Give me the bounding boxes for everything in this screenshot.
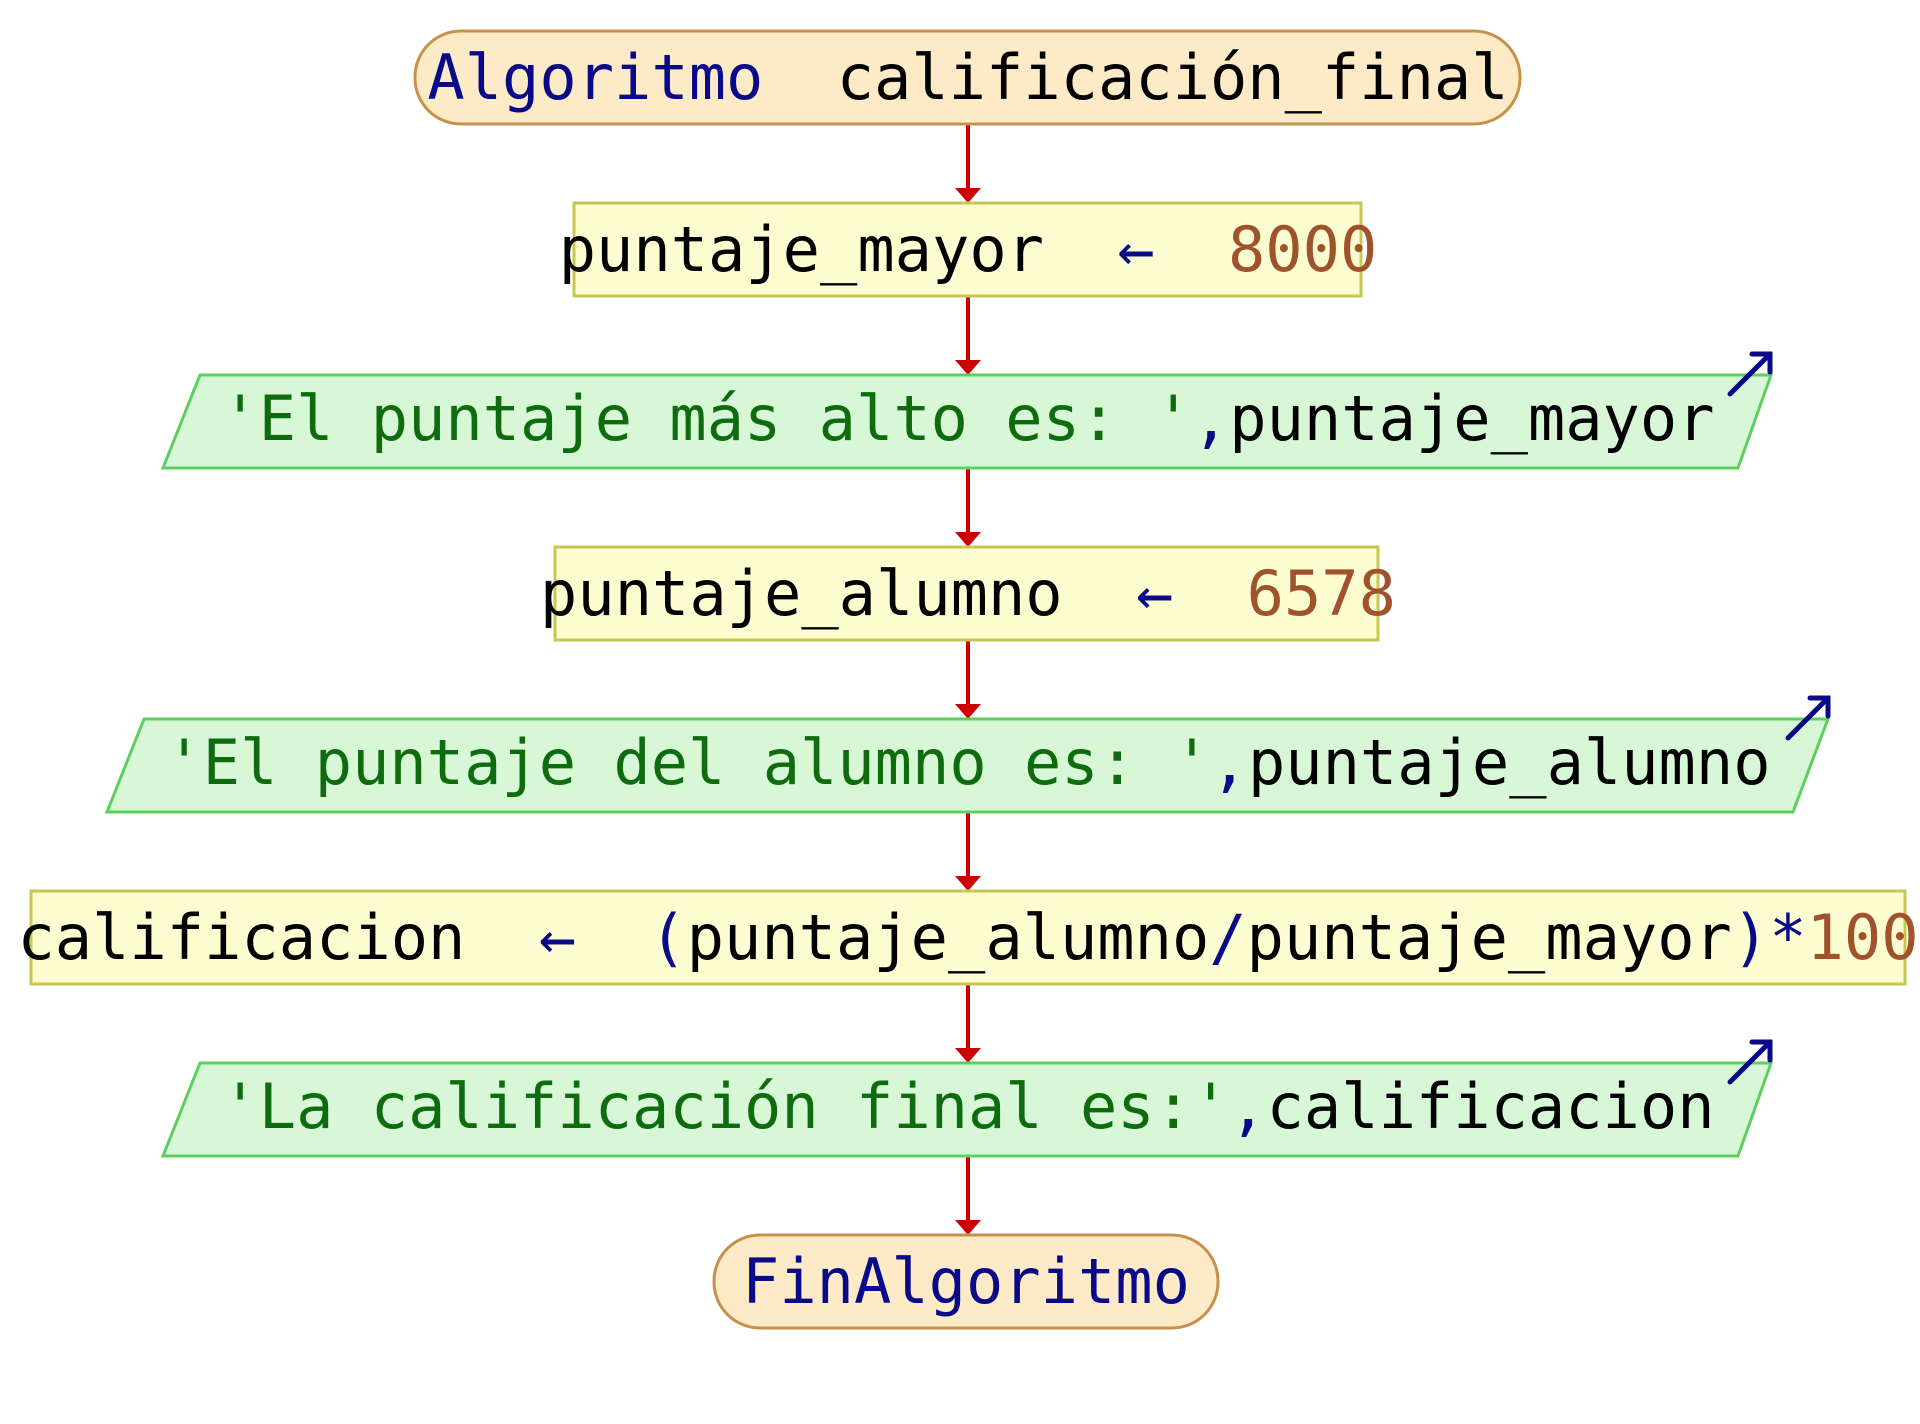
process-assign-calificacion[interactable]: calificacion ← (puntaje_alumno/puntaje_m… bbox=[17, 889, 1919, 986]
svg-text:puntaje_mayor ← 80: puntaje_mayor ← 8000 bbox=[559, 213, 1378, 286]
assign3-var-b: puntaje_mayor bbox=[1247, 901, 1732, 974]
algorithm-name: calificación_final bbox=[837, 41, 1509, 114]
assign1-value: 8000 bbox=[1228, 213, 1377, 286]
start-keyword: Algoritmo bbox=[427, 41, 763, 114]
end-terminal[interactable]: FinAlgoritmo bbox=[712, 1233, 1220, 1330]
connectors bbox=[955, 124, 981, 1235]
output1-var: puntaje_mayor bbox=[1229, 382, 1714, 455]
output-calificacion[interactable]: 'La calificación final es:',calificacion bbox=[160, 1039, 1774, 1158]
output3-var: calificacion bbox=[1267, 1070, 1715, 1143]
output2-var: puntaje_alumno bbox=[1248, 726, 1771, 799]
assign3-rparen: ) bbox=[1732, 901, 1769, 974]
end-keyword: FinAlgoritmo bbox=[742, 1245, 1190, 1318]
output1-comma: , bbox=[1192, 382, 1229, 455]
assign1-var: puntaje_mayor bbox=[559, 213, 1044, 286]
output3-string: 'La calificación final es:' bbox=[221, 1070, 1229, 1143]
process-assign-puntaje-alumno[interactable]: puntaje_alumno ← 6578 bbox=[540, 545, 1396, 642]
output-puntaje-alumno[interactable]: 'El puntaje del alumno es: ',puntaje_alu… bbox=[104, 695, 1831, 814]
output-arrow-icon bbox=[1785, 695, 1831, 741]
output2-comma: , bbox=[1211, 726, 1248, 799]
svg-text:Algoritmo calificación_f: Algoritmo calificación_final bbox=[427, 41, 1508, 114]
arrow-down-icon bbox=[955, 1156, 981, 1235]
output2-string: 'El puntaje del alumno es: ' bbox=[165, 726, 1210, 799]
assign3-var-a: puntaje_alumno bbox=[687, 901, 1210, 974]
output3-comma: , bbox=[1229, 1070, 1266, 1143]
assign3-var: calificacion bbox=[17, 901, 465, 974]
svg-text:calificacion ← (pu: calificacion ← (puntaje_alumno/puntaje_m… bbox=[17, 901, 1918, 974]
assign3-lparen: ( bbox=[649, 901, 686, 974]
process-assign-puntaje-mayor[interactable]: puntaje_mayor ← 8000 bbox=[559, 201, 1378, 298]
output-arrow-icon bbox=[1727, 1039, 1773, 1085]
output-puntaje-mayor[interactable]: 'El puntaje más alto es: ',puntaje_mayor bbox=[160, 351, 1774, 470]
assign2-var: puntaje_alumno bbox=[540, 557, 1063, 630]
arrow-down-icon bbox=[955, 296, 981, 375]
arrow-down-icon bbox=[955, 812, 981, 891]
arrow-down-icon bbox=[955, 984, 981, 1063]
assign1-arrow: ← bbox=[1117, 213, 1154, 286]
assign2-value: 6578 bbox=[1247, 557, 1396, 630]
svg-text:puntaje_alumno ← 6: puntaje_alumno ← 6578 bbox=[540, 557, 1396, 630]
assign3-arrow: ← bbox=[539, 901, 576, 974]
assign2-arrow: ← bbox=[1136, 557, 1173, 630]
arrow-down-icon bbox=[955, 640, 981, 719]
assign3-mul: * bbox=[1769, 901, 1806, 974]
output-arrow-icon bbox=[1727, 351, 1773, 397]
output1-string: 'El puntaje más alto es: ' bbox=[221, 382, 1192, 455]
arrow-down-icon bbox=[955, 468, 981, 547]
svg-text:'El puntaje más alto es: ',pun: 'El puntaje más alto es: ',puntaje_mayor bbox=[221, 382, 1714, 455]
assign3-value: 100 bbox=[1807, 901, 1919, 974]
svg-text:'La calificación final es:',ca: 'La calificación final es:',calificacion bbox=[221, 1070, 1714, 1143]
start-terminal[interactable]: Algoritmo calificación_final bbox=[413, 29, 1522, 126]
assign3-div: / bbox=[1209, 901, 1246, 974]
svg-text:'El puntaje del alumno es: ',p: 'El puntaje del alumno es: ',puntaje_alu… bbox=[165, 726, 1770, 799]
arrow-down-icon bbox=[955, 124, 981, 203]
